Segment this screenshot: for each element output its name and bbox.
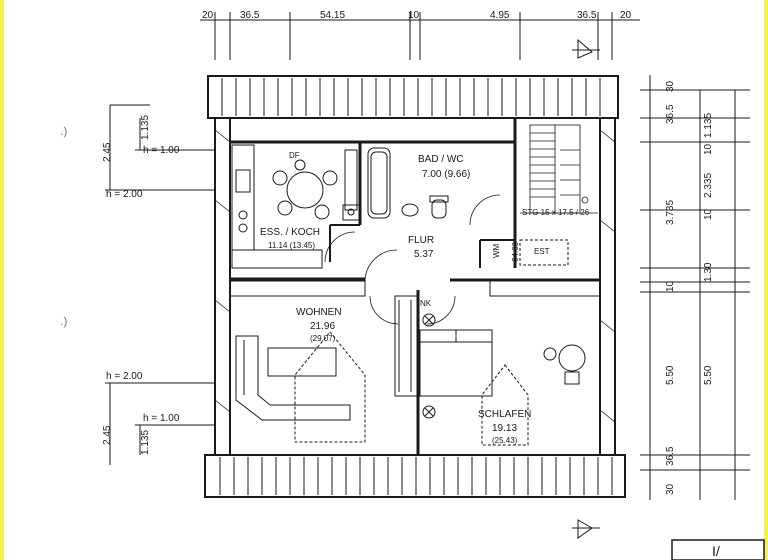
dim-right-10: 5.50 bbox=[665, 365, 676, 385]
dining-table bbox=[286, 171, 324, 209]
dim-right-2: 36.5 bbox=[665, 104, 676, 124]
dim-right-1: 30 bbox=[665, 80, 676, 92]
bath-area-gross: (9.66) bbox=[444, 169, 471, 180]
schlafen-roof-symbol bbox=[481, 364, 529, 446]
corner-text: I/ bbox=[712, 543, 720, 559]
kitchen-cabinet bbox=[344, 149, 358, 211]
door-swing-wohnen bbox=[369, 295, 399, 325]
dim-right-6: 3.735 bbox=[665, 199, 676, 225]
dim-right-4: 10 bbox=[703, 143, 714, 155]
dim-top-5: 4.95 bbox=[490, 10, 510, 21]
chimney-shaft bbox=[394, 295, 418, 397]
height-upper-d1: 1.135 bbox=[140, 114, 151, 140]
height-lower-h1: h = 2.00 bbox=[106, 371, 143, 382]
wall-mid-band bbox=[229, 277, 366, 297]
bath-df-tag: DF bbox=[289, 151, 300, 160]
dim-right-8: 1.30 bbox=[703, 262, 714, 282]
left-height-markers bbox=[105, 104, 215, 465]
kitchen-area-gross: (13.45) bbox=[289, 241, 316, 250]
dim-right-11: 36.5 bbox=[665, 446, 676, 466]
bath-area-value: 7.00 bbox=[422, 169, 442, 180]
scan-edge-left bbox=[0, 0, 4, 560]
wohnen-area-gross: (29.07) bbox=[310, 334, 336, 343]
height-lower-d1: 1.135 bbox=[140, 429, 151, 455]
schlafen-area-gross: (25.43) bbox=[492, 436, 518, 445]
dim-top-4: 10 bbox=[408, 10, 420, 21]
height-lower-h2: h = 1.00 bbox=[143, 413, 180, 424]
door-swing-flur bbox=[364, 249, 398, 281]
flur-area: 5.37 bbox=[414, 249, 434, 260]
dim-right-3: 1.135 bbox=[703, 112, 714, 138]
dim-right-7: 10 bbox=[703, 208, 714, 220]
staircase bbox=[520, 124, 598, 214]
kitchen-counter bbox=[231, 144, 255, 251]
dim-top-2: 36.5 bbox=[240, 10, 260, 21]
top-dimension-line bbox=[200, 12, 640, 60]
dim-top-6: 36.5 bbox=[577, 10, 597, 21]
wohnen-roof-symbol bbox=[294, 331, 366, 443]
height-lower-d2: 2.45 bbox=[102, 425, 113, 445]
stair-label: STG 15 x 17.5 / 26 bbox=[522, 208, 590, 217]
section-arrow-bottom bbox=[577, 519, 593, 539]
wohnen-name: WOHNEN bbox=[296, 307, 342, 318]
outer-wall-left bbox=[214, 117, 231, 456]
dim-right-12: 30 bbox=[665, 483, 676, 495]
outlet-1 bbox=[422, 313, 436, 327]
bathtub bbox=[367, 147, 391, 219]
height-upper-d2: 2.45 bbox=[102, 142, 113, 162]
roof-top bbox=[207, 75, 619, 119]
door-swing-bath bbox=[469, 194, 501, 226]
dim-top-7: 20 bbox=[620, 10, 632, 21]
armchair bbox=[558, 344, 586, 372]
toilet bbox=[431, 199, 447, 219]
title-block-corner bbox=[671, 539, 765, 560]
coffee-table bbox=[267, 347, 337, 377]
schlafen-name: SCHLAFEN bbox=[478, 409, 532, 420]
height-upper-h2: h = 2.00 bbox=[106, 189, 143, 200]
scan-edge-right bbox=[764, 0, 768, 560]
dim-right-13: 5.50 bbox=[703, 365, 714, 385]
wm-size: 64.60 bbox=[511, 241, 520, 262]
door-swing-schlafen bbox=[426, 295, 456, 325]
flur-name: FLUR bbox=[408, 235, 435, 246]
roof-bottom-hatch bbox=[219, 457, 613, 495]
schlafen-area: 19.13 bbox=[492, 423, 518, 434]
height-upper-h1: h = 1.00 bbox=[143, 145, 180, 156]
svg-text:.): .) bbox=[60, 314, 67, 328]
kitchen-area-value: 11.14 bbox=[268, 241, 288, 250]
kitchen-counter-bottom bbox=[231, 249, 323, 269]
wall-mid-band-right bbox=[489, 279, 601, 297]
bath-area: 7.00 (9.66) bbox=[422, 170, 470, 180]
sofa bbox=[235, 335, 351, 421]
svg-text:.): .) bbox=[60, 124, 67, 138]
kitchen-name: ESS. / KOCH bbox=[260, 227, 321, 238]
bath-name: BAD / WC bbox=[418, 154, 464, 165]
washbasin bbox=[401, 203, 419, 217]
kitchen-area: 11.14 (13.45) bbox=[268, 242, 315, 250]
right-dimension-lines bbox=[640, 75, 750, 500]
wm-label: WM bbox=[492, 243, 501, 258]
dim-top-3: 54.15 bbox=[320, 10, 346, 21]
est-label: EST bbox=[534, 247, 550, 256]
outer-wall-right bbox=[599, 117, 616, 456]
est-box bbox=[519, 239, 569, 266]
wohnen-area: 21.96 bbox=[310, 321, 336, 332]
dim-right-9: 10 bbox=[665, 280, 676, 292]
dim-top-1: 20 bbox=[202, 10, 214, 21]
section-arrow-top bbox=[577, 38, 593, 59]
roof-top-hatch bbox=[221, 78, 601, 116]
outlet-2 bbox=[422, 405, 436, 419]
roof-bottom bbox=[204, 454, 626, 498]
dim-right-5: 2.335 bbox=[703, 172, 714, 198]
nk-label: NK bbox=[420, 299, 432, 308]
